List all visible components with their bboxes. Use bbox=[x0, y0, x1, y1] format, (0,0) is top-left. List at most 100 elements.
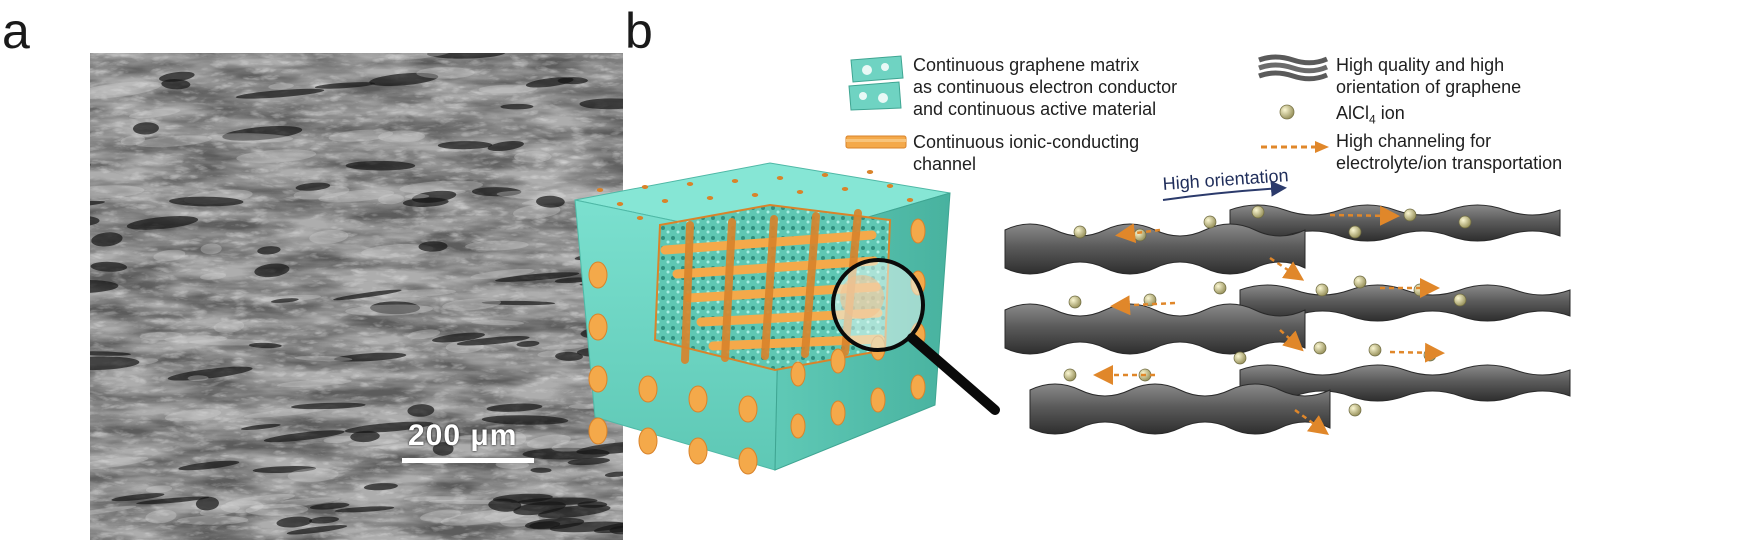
sem-flake bbox=[471, 320, 525, 326]
ion-sphere bbox=[1368, 343, 1382, 357]
ion-sphere bbox=[1203, 215, 1217, 229]
front-pore bbox=[638, 427, 658, 455]
sem-flake bbox=[416, 67, 475, 79]
sem-flake bbox=[145, 485, 173, 493]
legend-matrix-text: Continuous graphene matrix as continuous… bbox=[913, 55, 1178, 119]
sem-flake bbox=[236, 149, 317, 163]
sem-flake bbox=[420, 509, 462, 522]
channel-column bbox=[801, 212, 820, 358]
ion-sphere bbox=[1213, 281, 1227, 295]
sem-flake bbox=[465, 240, 529, 251]
sem-flake bbox=[387, 53, 452, 60]
sem-flake bbox=[555, 351, 583, 361]
top-pore bbox=[661, 199, 669, 203]
sem-flake bbox=[516, 340, 540, 347]
front-face-pores bbox=[588, 261, 758, 475]
graphene-sheet bbox=[1004, 303, 1306, 355]
sem-flake bbox=[276, 379, 352, 387]
ion-sphere bbox=[1063, 368, 1077, 382]
sem-flake bbox=[403, 496, 467, 502]
sem-flake bbox=[486, 403, 543, 412]
sem-flake bbox=[252, 466, 317, 474]
top-pore bbox=[616, 202, 624, 206]
graphene-matrix-icon bbox=[848, 55, 904, 111]
sem-flake bbox=[90, 81, 162, 99]
sem-flake bbox=[418, 241, 448, 252]
sem-flake bbox=[529, 521, 561, 529]
sem-flake bbox=[481, 415, 569, 425]
sem-flake bbox=[361, 244, 434, 258]
top-face-pores bbox=[596, 170, 914, 220]
oriented-graphene-sheets bbox=[1004, 180, 1571, 435]
side-pore bbox=[790, 361, 806, 387]
sem-flake bbox=[530, 467, 552, 473]
scale-bar bbox=[402, 458, 534, 463]
sem-flake bbox=[323, 435, 355, 444]
sem-flake bbox=[378, 130, 426, 143]
top-pore bbox=[751, 193, 759, 197]
front-pore bbox=[588, 417, 608, 445]
sem-flake bbox=[536, 195, 565, 208]
ion-subscript: 4 bbox=[1369, 112, 1376, 127]
sem-flake bbox=[200, 272, 227, 280]
legend-transport-text: High channeling for electrolyte/ion tran… bbox=[1336, 131, 1563, 173]
front-pore bbox=[688, 437, 708, 465]
sem-flake bbox=[432, 332, 485, 343]
sem-flake bbox=[290, 402, 366, 410]
flow-arrow bbox=[1110, 295, 1176, 316]
sem-flake bbox=[576, 441, 623, 455]
front-pore bbox=[588, 261, 608, 289]
sem-flake bbox=[334, 352, 407, 362]
sem-flake bbox=[372, 289, 456, 298]
front-pore bbox=[688, 385, 708, 413]
front-pore bbox=[638, 375, 658, 403]
sem-flake bbox=[250, 497, 340, 509]
sem-flake bbox=[514, 151, 552, 163]
sem-flake bbox=[328, 129, 394, 142]
top-pore bbox=[636, 216, 644, 220]
sem-flake bbox=[432, 442, 454, 456]
flow-arrow bbox=[1294, 408, 1330, 435]
sem-flake bbox=[195, 496, 219, 511]
flow-arrow bbox=[1115, 223, 1161, 244]
sem-flake bbox=[309, 516, 340, 524]
sem-flake bbox=[164, 409, 222, 422]
sem-flake bbox=[538, 504, 611, 519]
channel-column bbox=[761, 215, 778, 360]
sem-flake bbox=[159, 71, 195, 82]
sem-flake bbox=[407, 329, 441, 340]
sem-flake bbox=[568, 404, 602, 410]
top-pore bbox=[776, 176, 784, 180]
ion-flow-arrows bbox=[1093, 205, 1445, 435]
sem-flake bbox=[90, 200, 106, 208]
sem-flake bbox=[378, 194, 404, 205]
scale-bar-label: 200 μm bbox=[408, 419, 518, 452]
ion-sphere bbox=[1348, 225, 1362, 239]
ion-suffix: ion bbox=[1375, 103, 1405, 123]
sem-flake bbox=[187, 375, 209, 382]
front-pore bbox=[588, 313, 608, 341]
side-pore bbox=[910, 374, 926, 400]
sem-flake bbox=[334, 506, 395, 513]
sem-flake bbox=[287, 468, 339, 482]
sem-micrograph: 200 μm bbox=[90, 53, 623, 540]
ion-sphere bbox=[1413, 283, 1427, 297]
sem-flake bbox=[333, 289, 402, 301]
sem-flake bbox=[609, 525, 623, 535]
ion-sphere bbox=[1403, 208, 1417, 222]
sem-flake bbox=[91, 232, 123, 247]
sem-flake bbox=[263, 430, 345, 443]
sem-flake bbox=[213, 320, 245, 333]
porous-block-illustration bbox=[574, 162, 1000, 475]
graphene-sheet-stack bbox=[1004, 204, 1571, 435]
sem-texture bbox=[90, 53, 623, 540]
sem-flake bbox=[541, 344, 585, 350]
sem-flake bbox=[126, 216, 199, 230]
channel-column bbox=[681, 221, 694, 364]
flow-arrow bbox=[1329, 205, 1400, 226]
ion-sphere bbox=[1458, 215, 1472, 229]
top-pore bbox=[596, 188, 604, 192]
sem-flake bbox=[139, 331, 183, 341]
channel-column bbox=[721, 218, 736, 362]
sem-flake bbox=[501, 431, 527, 446]
